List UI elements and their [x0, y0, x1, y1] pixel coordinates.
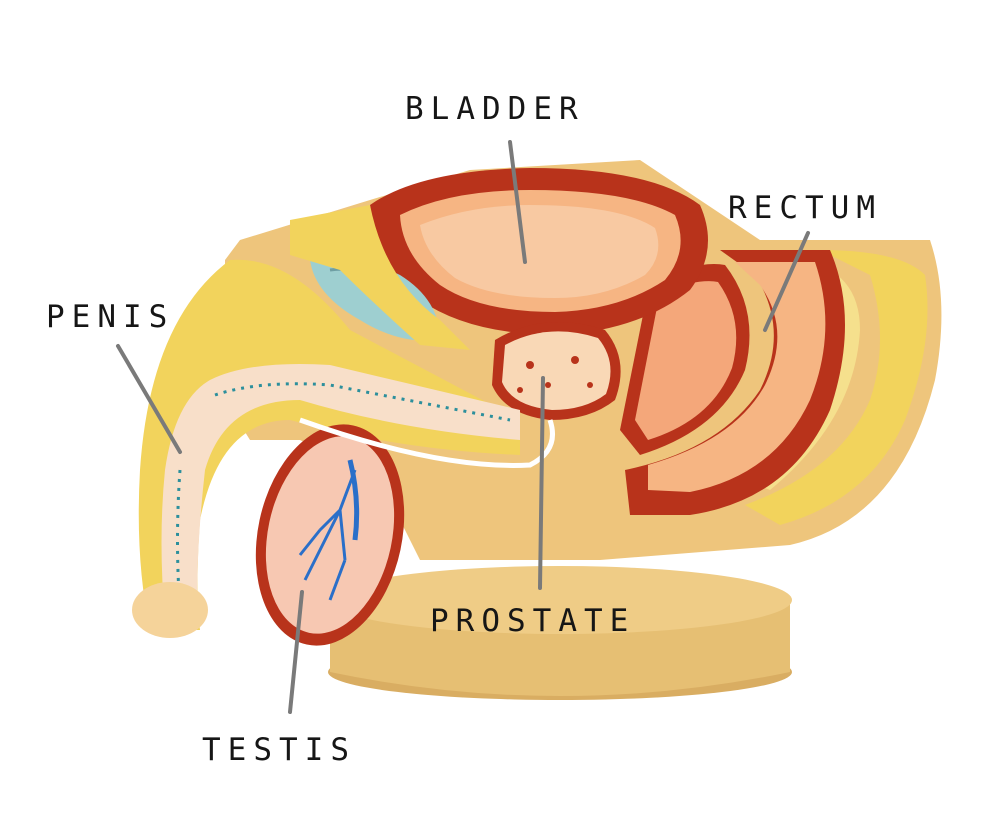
bladder-leader-line [508, 140, 527, 264]
leader-lines [116, 140, 810, 714]
bladder-label: BLADDER [405, 91, 585, 127]
testis-leader-line [288, 590, 304, 714]
rectum-structure [620, 250, 845, 515]
rectum-label: RECTUM [728, 190, 882, 226]
testis-structure [255, 424, 405, 646]
bladder-structure [370, 168, 708, 335]
rectum-leader-line [763, 231, 810, 332]
prostate-label: PROSTATE [430, 603, 636, 639]
testis-label: TESTIS [202, 732, 356, 768]
penis-label: PENIS [46, 299, 175, 335]
penis-leader-line [116, 344, 182, 454]
prostate-leader-line [538, 376, 545, 590]
prostate-structure [492, 322, 621, 420]
model-pedestal [328, 566, 792, 700]
urethra [299, 417, 555, 468]
penis-structure [132, 259, 520, 638]
pubic-fat [290, 205, 470, 350]
